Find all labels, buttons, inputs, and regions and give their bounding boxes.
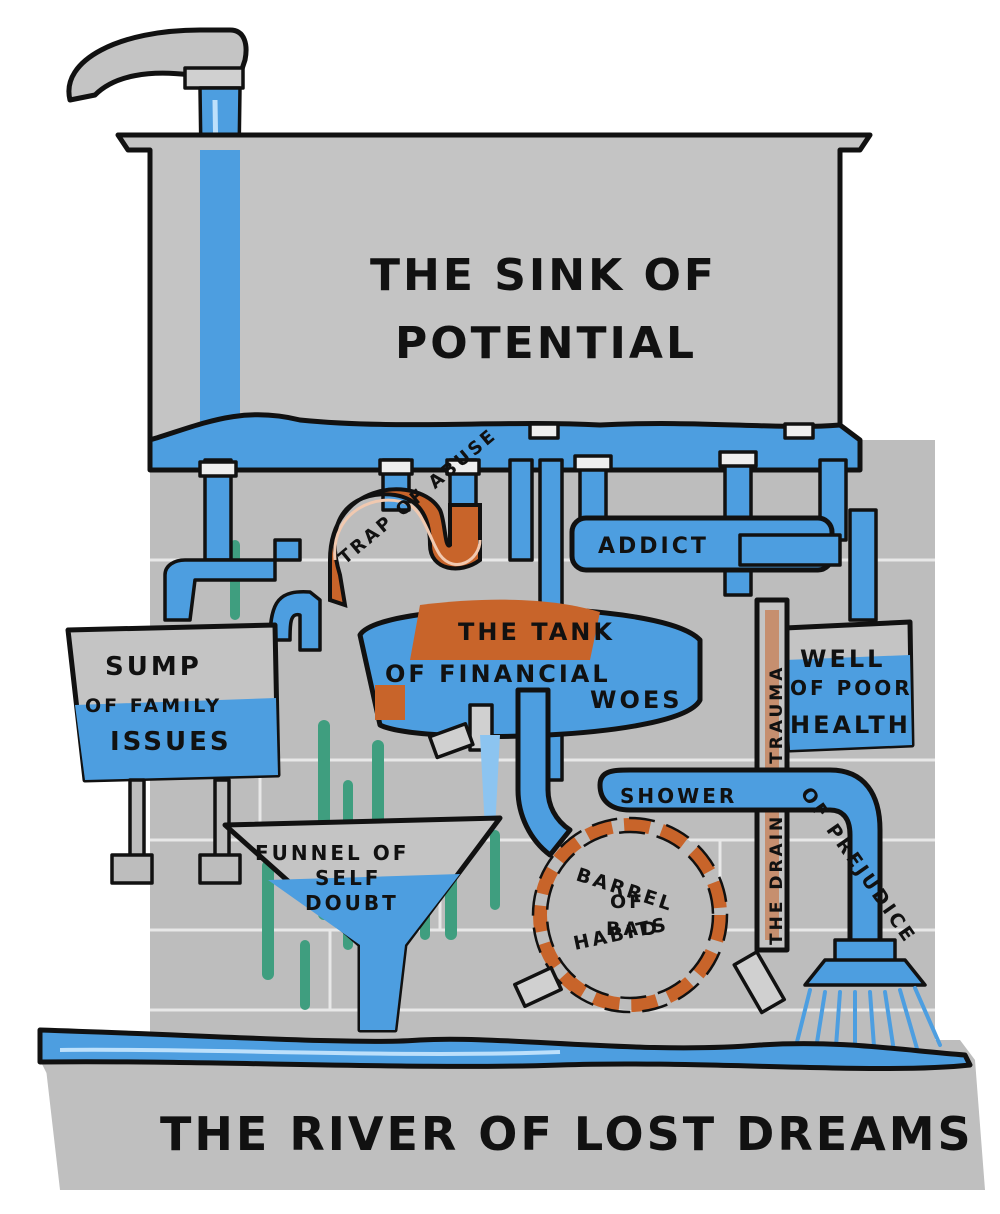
river-highlight — [59, 1047, 561, 1056]
funnel — [222, 815, 503, 1033]
faucet-icon — [66, 27, 249, 103]
floor-band — [45, 1060, 985, 1190]
funnel-label-line1: FUNNEL OF — [255, 841, 409, 865]
sump-label-line2: OF FAMILY — [85, 695, 222, 717]
sump-box — [65, 622, 281, 885]
funnel-label-line3: DOUBT — [305, 891, 399, 915]
barrel-label-line2: OF — [610, 891, 645, 913]
well-label-line1: WELL — [800, 645, 885, 673]
shower-pipe — [597, 767, 883, 948]
tank-label-line2: OF FINANCIAL — [385, 660, 611, 688]
sump-label-line3: ISSUES — [110, 727, 232, 757]
well-box — [782, 619, 915, 753]
sink-title-line2: POTENTIAL — [395, 318, 697, 369]
barrel-label-line3: BAD — [606, 918, 660, 940]
shower-label: SHOWER — [620, 784, 737, 808]
addict-label: ADDICT — [598, 534, 709, 559]
barrel — [513, 816, 787, 1015]
sump-label-line1: SUMP — [105, 652, 202, 682]
trap-pipe — [328, 487, 482, 608]
sump-pipes — [163, 538, 322, 652]
sink-title-line1: THE SINK OF — [370, 250, 717, 301]
tank-label-line3: WOES — [590, 686, 683, 714]
well-label-line2: OF POOR — [790, 676, 913, 700]
shower-head-icon — [803, 938, 927, 987]
drain-flanges — [198, 422, 815, 478]
river-label: THE RIVER OF LOST DREAMS — [160, 1107, 974, 1161]
addict-pipe — [569, 515, 842, 573]
tank-leak-stream — [480, 735, 500, 830]
tank-label-line1: THE TANK — [458, 618, 615, 646]
barrel-feed-pipe — [515, 687, 573, 858]
well-label-line3: HEALTH — [790, 711, 911, 739]
river-water — [37, 1027, 973, 1071]
funnel-label-line2: SELF — [315, 866, 381, 890]
